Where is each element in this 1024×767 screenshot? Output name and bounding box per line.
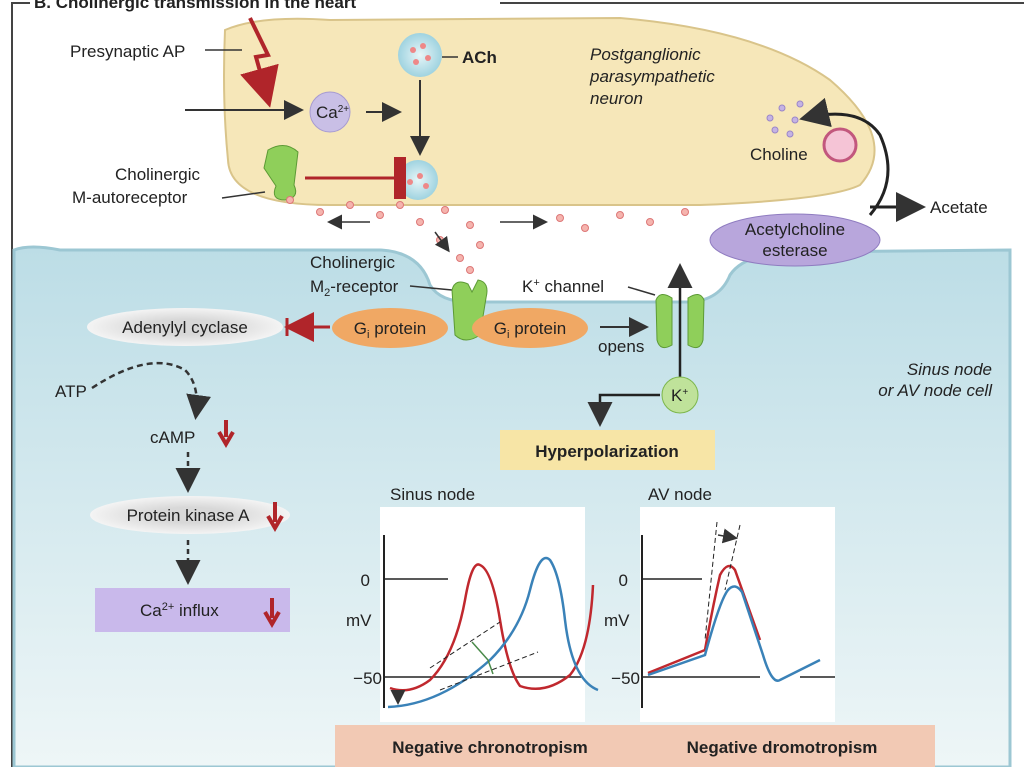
ach-vesicle-icon xyxy=(398,33,442,77)
av-chart-panel xyxy=(640,507,835,722)
gi-protein-right-label: Gi protein xyxy=(494,319,566,341)
av-control-trace xyxy=(647,564,762,675)
effects-bar xyxy=(335,725,935,767)
sinus-chart-title: Sinus node xyxy=(390,485,475,504)
adenylyl-cyclase xyxy=(87,308,283,346)
av-tick-0: 0 xyxy=(619,571,628,590)
ca-influx-box xyxy=(95,588,290,632)
sinus-tick-minus50: −50 xyxy=(353,669,382,688)
k-ion-label: K+ xyxy=(671,386,688,405)
sinus-tick-0: 0 xyxy=(361,571,370,590)
negative-chronotropism-label: Negative chronotropism xyxy=(392,738,588,757)
sinus-ach-trace xyxy=(387,556,599,709)
k-channel-icon xyxy=(655,294,705,349)
k-channel-label: K+ channel xyxy=(522,277,604,296)
negative-dromotropism-label: Negative dromotropism xyxy=(687,738,878,757)
acetylcholine-esterase xyxy=(709,213,881,267)
hyperpolarization-box xyxy=(500,430,715,470)
neuron-label-1: Postganglionic xyxy=(590,45,701,64)
sinus-control-trace xyxy=(389,563,595,692)
choline-label: Choline xyxy=(750,145,808,164)
docking-vesicle-icon xyxy=(398,160,438,200)
figure-title: B. Cholinergic transmission in the heart xyxy=(34,0,356,12)
cell-label-2: or AV node cell xyxy=(878,381,993,400)
adenylyl-cyclase-label: Adenylyl cyclase xyxy=(122,318,248,337)
gi-protein-left-label: Gi protein xyxy=(354,319,426,341)
opens-label: opens xyxy=(598,337,644,356)
esterase-label-1: Acetylcholine xyxy=(745,220,845,239)
pka-label: Protein kinase A xyxy=(127,506,251,525)
camp-label: cAMP xyxy=(150,428,195,447)
m-autoreceptor-icon xyxy=(263,145,299,201)
choline-transporter-icon xyxy=(822,127,858,163)
protein-kinase-a xyxy=(90,496,290,534)
autoreceptor-label-2: M-autoreceptor xyxy=(72,188,188,207)
esterase-label-2: esterase xyxy=(762,241,827,260)
av-tick-minus50: −50 xyxy=(611,669,640,688)
frame xyxy=(11,2,1024,767)
presynaptic-ap-label: Presynaptic AP xyxy=(70,42,185,61)
pka-decrease-arrow-icon xyxy=(266,502,284,532)
m2-label-1: Cholinergic xyxy=(310,253,396,272)
action-potential-bolt-icon xyxy=(240,17,279,108)
m2-label-2: M2-receptor xyxy=(310,277,399,299)
calcium-ion-icon xyxy=(309,91,351,133)
ach-label: ACh xyxy=(462,48,497,67)
av-ach-trace xyxy=(647,585,821,682)
ach-molecules xyxy=(286,196,689,274)
k-ion-icon xyxy=(661,376,699,414)
acetate-label: Acetate xyxy=(930,198,988,217)
atp-label: ATP xyxy=(55,382,87,401)
camp-decrease-arrow-icon xyxy=(217,420,235,448)
cell-label-1: Sinus node xyxy=(907,360,992,379)
calcium-label: Ca2+ xyxy=(316,103,349,122)
gi-protein-left xyxy=(332,308,448,348)
presynaptic-neuron xyxy=(223,16,876,206)
ca-influx-decrease-arrow-icon xyxy=(263,598,281,628)
hyperpolarization-label: Hyperpolarization xyxy=(535,442,679,461)
sinus-y-unit: mV xyxy=(346,611,372,630)
av-y-unit: mV xyxy=(604,611,630,630)
autoreceptor-label-1: Cholinergic xyxy=(115,165,201,184)
gi-protein-right xyxy=(472,308,588,348)
av-chart-title: AV node xyxy=(648,485,712,504)
ca-influx-label: Ca2+ influx xyxy=(140,601,219,620)
neuron-label-3: neuron xyxy=(590,89,643,108)
sinus-slope-ach xyxy=(439,651,539,691)
sinus-slope-control xyxy=(429,621,501,669)
neuron-label-2: parasympathetic xyxy=(589,67,715,86)
